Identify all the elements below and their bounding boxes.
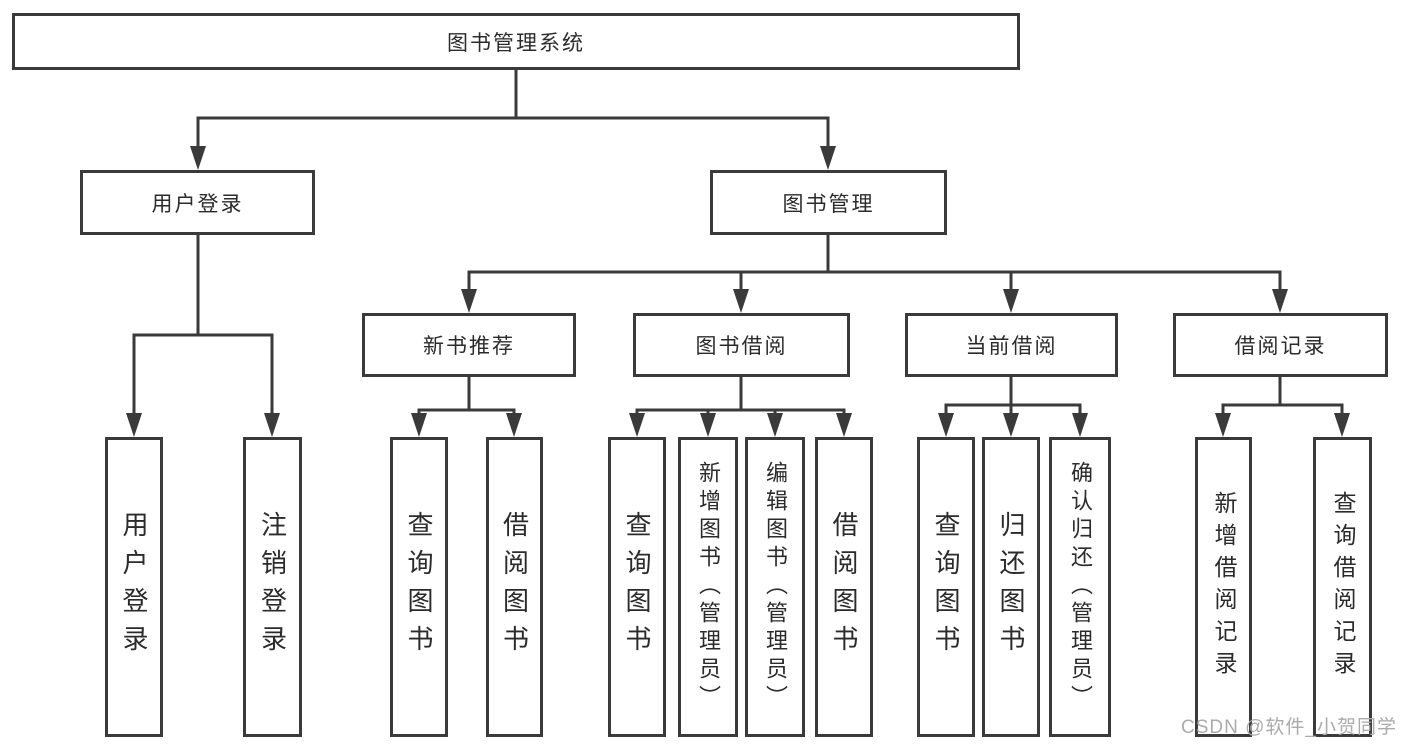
leaf-borrow-query-books: 查询图书 [608,437,666,737]
node-root-label: 图书管理系统 [447,31,585,55]
csdn-watermark: CSDN @软件_小贺同学 [1181,717,1397,738]
leaf-borrow-query-books-label: 查询图书 [622,511,652,663]
node-book-borrow-label: 图书借阅 [695,335,788,358]
leaf-records-add-record: 新增借阅记录 [1195,437,1252,737]
leaf-borrow-borrow-books: 借阅图书 [815,437,873,737]
leaf-logout: 注销登录 [243,437,302,737]
node-current-borrow: 当前借阅 [905,313,1118,377]
leaf-borrow-add-books-admin-label: 新增图书（管理员） [696,461,721,713]
leaf-newbook-query-books: 查询图书 [390,437,448,737]
node-book-management-label: 图书管理 [782,192,875,216]
arrowheads [126,146,1350,437]
leaf-user-login: 用户登录 [105,437,163,737]
node-borrow-records-label: 借阅记录 [1234,335,1327,358]
leaf-borrow-edit-books-admin-label: 编辑图书（管理员） [763,461,788,713]
node-borrow-records: 借阅记录 [1173,313,1388,377]
leaf-newbook-borrow-books-label: 借阅图书 [499,511,530,663]
leaf-newbook-borrow-books: 借阅图书 [486,437,543,737]
leaf-current-confirm-return-admin: 确认归还（管理员） [1049,437,1111,737]
node-book-management: 图书管理 [710,170,947,235]
leaf-newbook-query-books-label: 查询图书 [404,511,434,663]
node-new-book-recommend-label: 新书推荐 [423,335,515,358]
node-book-borrow: 图书借阅 [633,313,850,377]
leaf-current-query-books: 查询图书 [917,437,975,737]
leaf-current-query-books-label: 查询图书 [931,511,961,663]
leaf-records-add-record-label: 新增借阅记录 [1211,491,1237,683]
leaf-borrow-add-books-admin: 新增图书（管理员） [678,437,738,737]
leaf-user-login-label: 用户登录 [119,511,149,663]
node-user-login-label: 用户登录 [151,192,244,216]
leaf-current-return-books-label: 归还图书 [996,511,1026,663]
leaf-records-query-record-label: 查询借阅记录 [1330,491,1356,683]
leaf-current-confirm-return-admin-label: 确认归还（管理员） [1068,461,1093,713]
node-user-login: 用户登录 [80,170,315,235]
leaf-records-query-record: 查询借阅记录 [1313,437,1372,737]
leaf-current-return-books: 归还图书 [982,437,1040,737]
leaf-logout-label: 注销登录 [257,511,288,663]
node-new-book-recommend: 新书推荐 [362,313,576,377]
node-root: 图书管理系统 [12,13,1020,70]
leaf-borrow-edit-books-admin: 编辑图书（管理员） [745,437,805,737]
leaf-borrow-borrow-books-label: 借阅图书 [829,511,859,663]
node-current-borrow-label: 当前借阅 [965,335,1058,358]
